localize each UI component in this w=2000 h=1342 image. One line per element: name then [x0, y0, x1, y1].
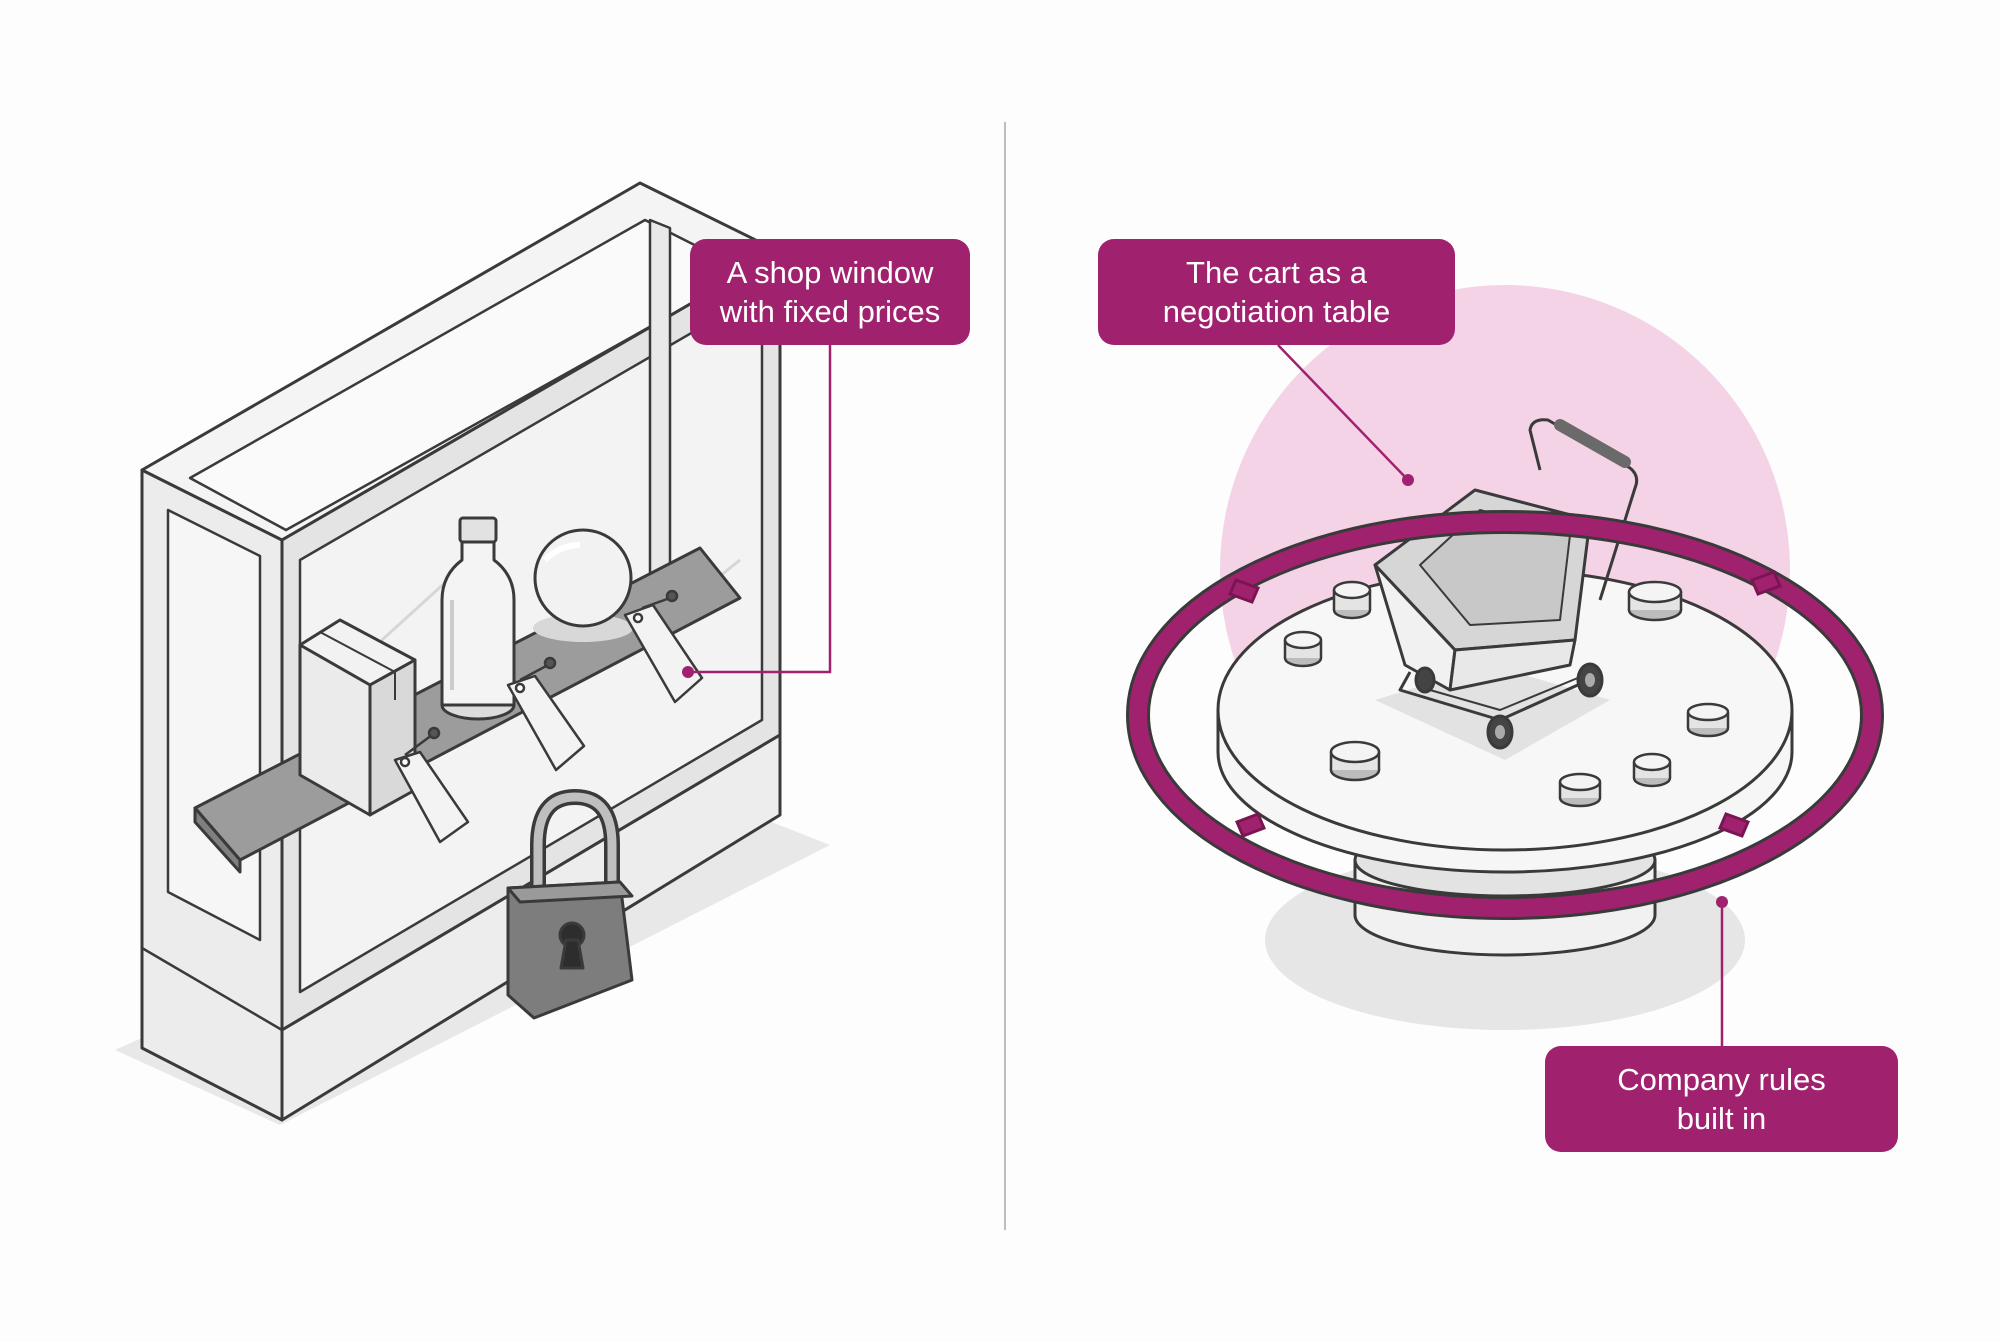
rules-callout-leader — [1716, 896, 1728, 1046]
padlock-icon — [506, 789, 634, 1020]
bottle-icon — [440, 516, 516, 721]
cart-callout-leader — [1277, 344, 1414, 486]
shop-window-callout-line1: A shop window — [726, 255, 934, 290]
company-rules-callout: Company rules built in — [1545, 1046, 1898, 1152]
case-rail — [648, 218, 672, 602]
negotiation-table-callout-line2: negotiation table — [1162, 294, 1391, 329]
company-rules-callout-line2: built in — [1676, 1101, 1767, 1136]
case-side-glass — [166, 508, 262, 942]
company-rules-callout-line1: Company rules — [1617, 1062, 1826, 1097]
shop-window-callout: A shop window with fixed prices — [690, 239, 970, 345]
shop-callout-leader — [682, 345, 832, 678]
price-tag-icon — [393, 589, 704, 844]
negotiation-table-callout-line1: The cart as a — [1186, 255, 1367, 290]
shop-window-callout-line2: with fixed prices — [719, 294, 941, 329]
negotiation-table-callout: The cart as a negotiation table — [1098, 239, 1455, 345]
box-icon — [298, 618, 417, 817]
sphere-icon — [533, 528, 633, 642]
dial-icon — [1283, 580, 1730, 808]
boundary-ring-icon — [1126, 510, 1884, 920]
